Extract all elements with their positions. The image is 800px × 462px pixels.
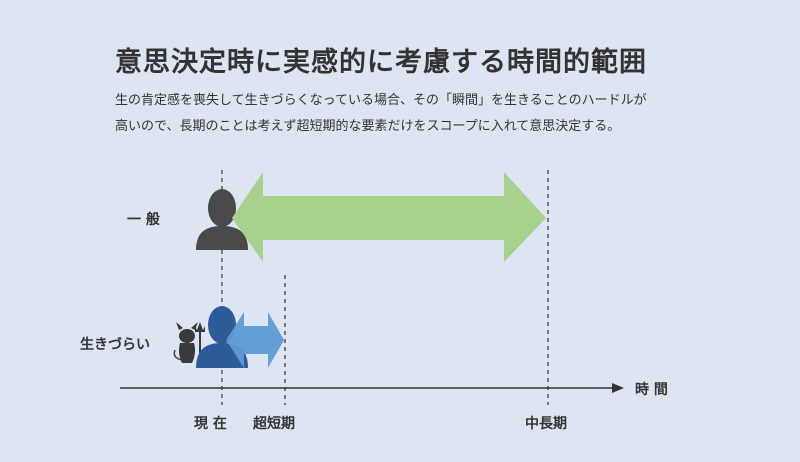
devil-icon: [173, 322, 205, 363]
row-label-general: 一 般: [127, 212, 160, 228]
hard-scope-arrow: [226, 312, 284, 368]
tick-label-very-short: 超短期: [253, 416, 295, 432]
row-label-hard: 生きづらい: [80, 337, 150, 353]
tick-label-now: 現 在: [194, 416, 227, 432]
tick-label-mid-long: 中長期: [525, 416, 567, 432]
page-title: 意思決定時に実感的に考慮する時間的範囲: [115, 47, 647, 78]
general-scope-arrow: [232, 172, 546, 262]
axis-label-time: 時 間: [635, 382, 668, 398]
description: 生の肯定感を喪失して生きづらくなっている場合、その「瞬間」を生きることのハードル…: [115, 88, 715, 140]
description-line-1: 生の肯定感を喪失して生きづらくなっている場合、その「瞬間」を生きることのハードル…: [115, 93, 647, 108]
time-axis-arrowhead: [612, 383, 624, 393]
description-line-2: 高いので、長期のことは考えず超短期的な要素だけをスコープに入れて意思決定する。: [115, 119, 621, 134]
general-person-icon: [196, 189, 248, 250]
